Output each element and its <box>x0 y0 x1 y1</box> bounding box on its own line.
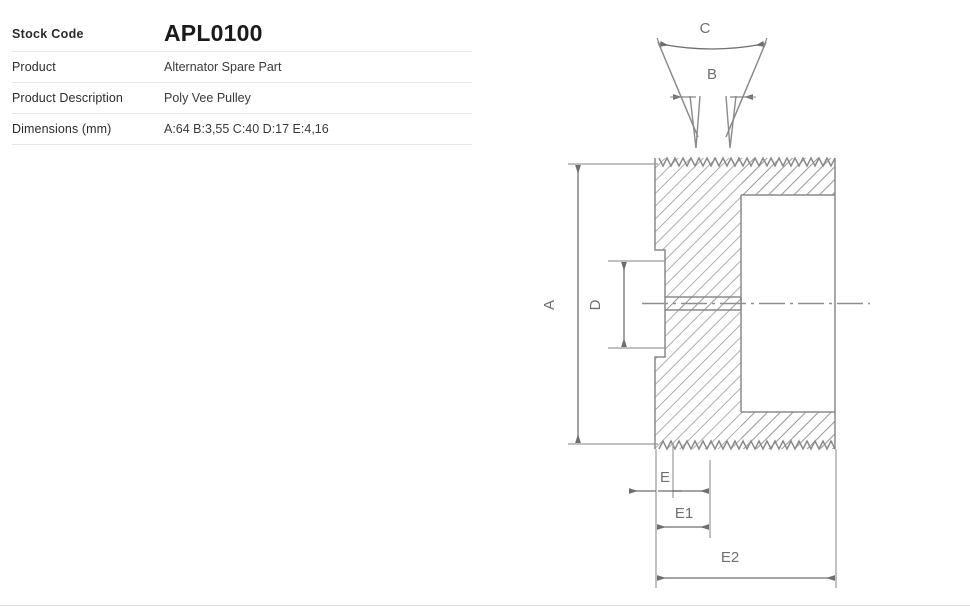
spec-value-dimensions: A:64 B:3,55 C:40 D:17 E:4,16 <box>164 122 329 136</box>
dimension-a <box>568 163 658 445</box>
technical-drawing: C B A D E E1 E2 <box>530 0 970 600</box>
spec-value-stock-code: APL0100 <box>164 20 263 46</box>
detail-rib-right <box>725 95 737 149</box>
dimension-e1 <box>657 460 711 538</box>
dim-label-e: E <box>660 469 670 486</box>
spec-label-stock-code: Stock Code <box>12 26 84 41</box>
spec-label-dimensions: Dimensions (mm) <box>12 122 112 136</box>
table-row: Product Description Poly Vee Pulley <box>12 83 472 114</box>
dim-c-arc <box>659 40 765 50</box>
spec-value-product: Alternator Spare Part <box>164 60 282 74</box>
dim-label-e1: E1 <box>675 505 693 522</box>
dim-label-e2: E2 <box>721 549 739 566</box>
groove-detail-view <box>656 37 768 149</box>
product-spec-table: Stock Code APL0100 Product Alternator Sp… <box>12 16 472 145</box>
hatch-lower-left <box>655 297 835 449</box>
hatch-lower-right <box>741 412 835 449</box>
pulley-cross-section <box>642 156 870 451</box>
table-row: Stock Code APL0100 <box>12 16 472 52</box>
spec-label-product-description: Product Description <box>12 91 123 105</box>
dim-label-b: B <box>707 66 717 83</box>
spec-label-product: Product <box>12 60 56 74</box>
dimension-labels: C B A D E E1 E2 <box>541 20 739 566</box>
detail-wedge-right <box>725 41 767 138</box>
detail-wedge-left <box>657 41 699 138</box>
table-row: Dimensions (mm) A:64 B:3,55 C:40 D:17 E:… <box>12 114 472 145</box>
dimension-d <box>608 260 666 349</box>
dim-label-c: C <box>700 20 711 37</box>
dim-label-a: A <box>541 300 558 310</box>
groove-teeth-bottom <box>658 439 836 451</box>
hatch-upper-right <box>741 158 835 195</box>
dim-label-d: D <box>587 299 604 310</box>
hatch-upper-left <box>655 158 835 310</box>
detail-rib-left <box>689 95 701 149</box>
groove-teeth-top <box>658 156 835 168</box>
dimension-e2 <box>657 449 837 588</box>
table-row: Product Alternator Spare Part <box>12 52 472 83</box>
spec-value-product-description: Poly Vee Pulley <box>164 91 251 105</box>
pulley-drawing-svg: C B A D E E1 E2 <box>541 20 870 588</box>
